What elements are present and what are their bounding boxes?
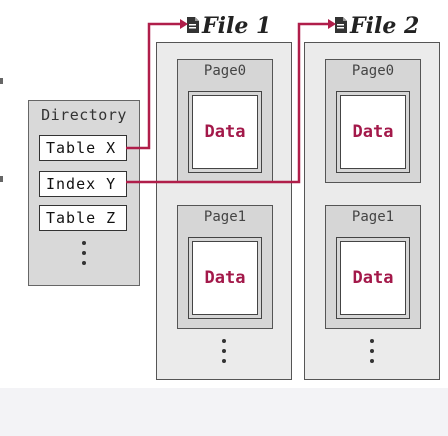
- arrowhead-file-2: [328, 19, 336, 29]
- data-block: Data: [336, 237, 410, 319]
- data-block: Data: [336, 91, 410, 173]
- directory-entry-table-z: Table Z: [39, 205, 127, 231]
- data-label: Data: [192, 95, 258, 169]
- data-block: Data: [188, 91, 262, 173]
- directory-box: Directory Table X Index Y Table Z: [28, 100, 140, 286]
- file-1-page-1: Page1 Data: [177, 205, 273, 329]
- file-2-title-text: File 2: [350, 13, 420, 39]
- directory-title: Directory: [41, 106, 127, 124]
- page-label: Page0: [203, 63, 247, 79]
- more-pages-ellipsis: [222, 339, 228, 363]
- file-2-box: Page0 Data Page1 Data: [304, 42, 440, 380]
- directory-entry-table-x: Table X: [39, 135, 127, 161]
- file-1-title: File 1: [186, 12, 271, 40]
- page-label: Page0: [351, 63, 395, 79]
- file-1-box: Page0 Data Page1 Data: [156, 42, 292, 380]
- more-pages-ellipsis: [370, 339, 376, 363]
- data-label: Data: [340, 241, 406, 315]
- page-label: Page1: [203, 209, 247, 225]
- data-label: Data: [192, 241, 258, 315]
- data-block: Data: [188, 237, 262, 319]
- file-icon: [186, 13, 200, 41]
- edge-mark: [0, 176, 3, 182]
- file-2-page-0: Page0 Data: [325, 59, 421, 183]
- file-2-page-1: Page1 Data: [325, 205, 421, 329]
- arrowhead-file-1: [180, 19, 188, 29]
- arrow-table-x-to-file-1: [126, 22, 180, 150]
- more-entries-ellipsis: [82, 241, 88, 265]
- page-label: Page1: [351, 209, 395, 225]
- bottom-strip: [0, 388, 448, 436]
- data-label: Data: [340, 95, 406, 169]
- file-icon: [334, 13, 348, 41]
- directory-entry-index-y: Index Y: [39, 171, 127, 197]
- file-1-title-text: File 1: [202, 13, 272, 39]
- file-1-page-0: Page0 Data: [177, 59, 273, 183]
- file-2-title: File 2: [334, 12, 419, 40]
- arrow-index-y-to-file-2: [126, 22, 328, 184]
- edge-mark: [0, 78, 3, 84]
